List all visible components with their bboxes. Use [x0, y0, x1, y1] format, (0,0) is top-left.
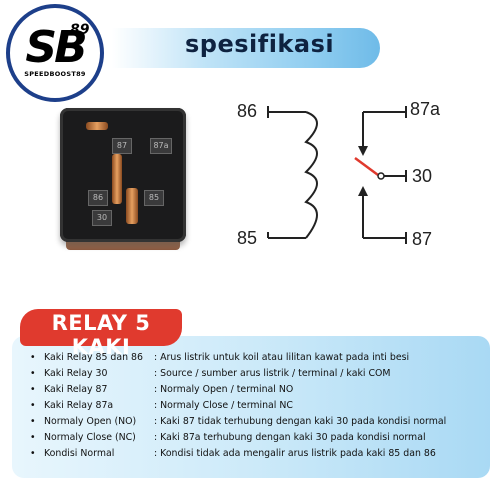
spec-list: • Kaki Relay 85 dan 86 : Arus listrik un…	[30, 350, 485, 462]
spec-label: Normaly Close (NC)	[44, 432, 136, 443]
arrow-87a	[358, 146, 368, 156]
panel-title: RELAY 5 KAKI	[51, 311, 151, 359]
logo-mark: SB	[25, 22, 87, 73]
relay-photo: 87 85 86 30 87a	[60, 108, 186, 242]
spec-label: Kaki Relay 85 dan 86	[44, 352, 143, 363]
bullet: •	[30, 400, 36, 411]
arrow-87	[358, 186, 368, 196]
list-item: • Kondisi Normal : Kondisi tidak ada men…	[30, 446, 485, 462]
bullet: •	[30, 416, 36, 427]
spec-value: : Kondisi tidak ada mengalir arus listri…	[154, 448, 436, 459]
spec-value: : Kaki 87a terhubung dengan kaki 30 pada…	[154, 432, 426, 443]
relay-wiring-diagram	[267, 106, 407, 244]
spec-value: : Kaki 87 tidak terhubung dengan kaki 30…	[154, 416, 447, 427]
spec-value: : Normaly Open / terminal NO	[154, 384, 294, 395]
list-item: • Normaly Open (NO) : Kaki 87 tidak terh…	[30, 414, 485, 430]
spec-label: Kondisi Normal	[44, 448, 115, 459]
relay-pin-87a: 87a	[150, 138, 172, 154]
bullet: •	[30, 432, 36, 443]
list-item: • Kaki Relay 87 : Normaly Open / termina…	[30, 382, 485, 398]
header-banner	[112, 28, 380, 68]
spec-value: : Source / sumber arus listrik / termina…	[154, 368, 391, 379]
switch-pivot	[377, 172, 385, 180]
spec-label: Normaly Open (NO)	[44, 416, 137, 427]
coil-winding	[304, 111, 318, 239]
page-title: spesifikasi	[185, 30, 335, 58]
pin-label-87a: 87a	[410, 99, 441, 119]
bullet: •	[30, 368, 36, 379]
brand-logo: SB 89 SPEEDBOOST89	[6, 4, 104, 102]
logo-superscript: 89	[70, 22, 90, 38]
logo-text: SPEEDBOOST89	[24, 70, 86, 78]
list-item: • Kaki Relay 85 dan 86 : Arus listrik un…	[30, 350, 485, 366]
relay-pin-30: 30	[92, 210, 112, 226]
spec-label: Kaki Relay 87	[44, 384, 108, 395]
spec-value: : Arus listrik untuk koil atau lilitan k…	[154, 352, 410, 363]
relay-pin-86: 86	[88, 190, 108, 206]
relay-copper-strip	[112, 154, 122, 204]
bullet: •	[30, 384, 36, 395]
relay-copper-strip	[126, 188, 138, 224]
relay-pin-87: 87	[112, 138, 132, 154]
relay-copper-strip	[86, 122, 108, 130]
spec-label: Kaki Relay 87a	[44, 400, 114, 411]
spec-panel	[12, 336, 490, 478]
list-item: • Normaly Close (NC) : Kaki 87a terhubun…	[30, 430, 485, 446]
pin-label-30: 30	[412, 166, 433, 186]
list-item: • Kaki Relay 87a : Normaly Close / termi…	[30, 398, 485, 414]
bullet: •	[30, 352, 36, 363]
spec-value: : Normaly Close / terminal NC	[154, 400, 293, 411]
pin-label-86: 86	[237, 101, 258, 121]
relay-pin-85: 85	[144, 190, 164, 206]
pin-label-85: 85	[237, 228, 258, 248]
pin-label-87: 87	[412, 229, 433, 249]
spec-label: Kaki Relay 30	[44, 368, 108, 379]
panel-title-badge	[20, 309, 182, 346]
list-item: • Kaki Relay 30 : Source / sumber arus l…	[30, 366, 485, 382]
bullet: •	[30, 448, 36, 459]
switch-lever	[354, 156, 379, 177]
